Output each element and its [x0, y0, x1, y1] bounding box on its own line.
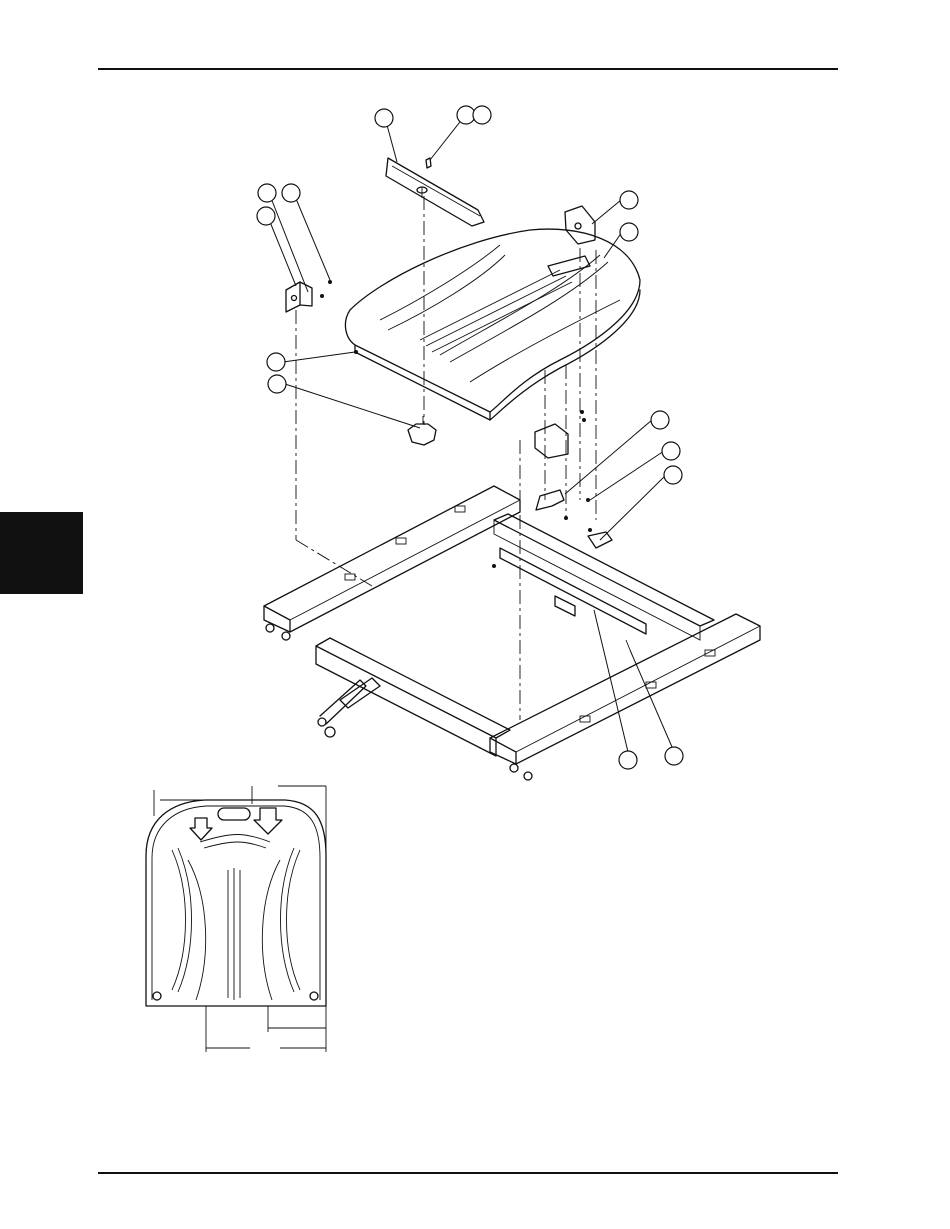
callout-c11: [651, 411, 669, 429]
seat-rail-part: [386, 158, 484, 226]
callout-c1: [375, 109, 393, 127]
seat-frame-part: [264, 486, 760, 780]
fasteners: [320, 280, 592, 568]
callout-c4: [258, 184, 276, 202]
callout-c12: [662, 442, 680, 460]
callout-c13: [664, 466, 682, 484]
callout-c6: [257, 207, 275, 225]
callout-c2: [457, 106, 475, 124]
callout-c8: [620, 223, 638, 241]
callout-c3: [473, 106, 491, 124]
callout-c9: [267, 353, 285, 371]
adjustment-knob-part: [408, 416, 436, 445]
leader-lines: [268, 118, 672, 752]
callout-c7: [620, 191, 638, 209]
callout-c14: [619, 751, 637, 769]
right-front-bracket: [535, 424, 568, 458]
left-seat-bracket: [286, 282, 312, 312]
seat-top-view-inset: [146, 786, 326, 1052]
callout-c15: [665, 747, 683, 765]
callout-c10: [268, 375, 286, 393]
right-rear-bracket: [565, 206, 595, 244]
callout-c5: [282, 184, 300, 202]
arrow-decal-left: [536, 490, 564, 510]
